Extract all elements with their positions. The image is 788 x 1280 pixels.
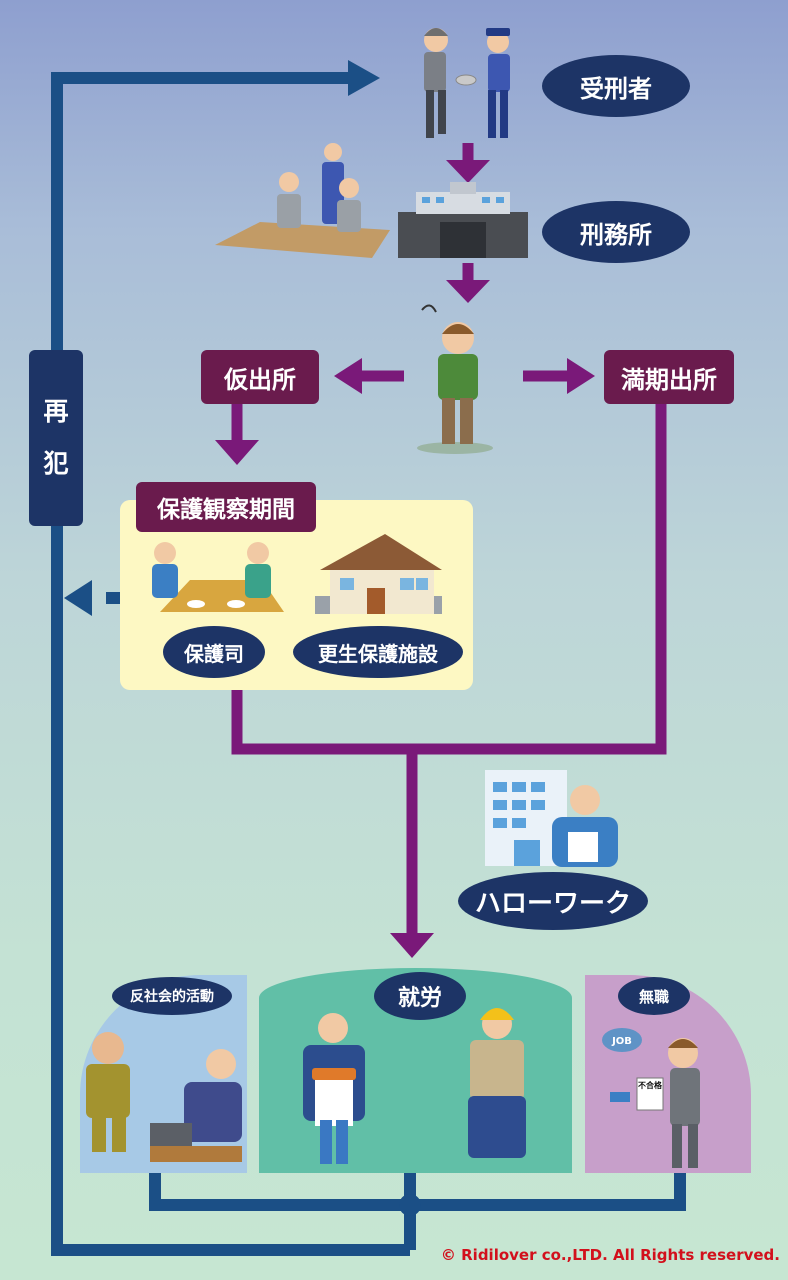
- node-employment: 就労: [374, 972, 466, 1020]
- node-antisocial: 反社会的活動: [112, 977, 232, 1015]
- node-officer: 保護司: [163, 626, 265, 678]
- reject-doc-label: 不合格: [638, 1080, 663, 1090]
- prison-workshop-illustration: [215, 143, 390, 258]
- job-bubble-label: JOB: [611, 1036, 632, 1047]
- released-man-illustration: [417, 304, 493, 454]
- unemployed-illustration: 不合格 JOB: [602, 1028, 700, 1168]
- workers-illustration: [303, 1008, 526, 1164]
- node-prisoner: 受刑者: [542, 55, 690, 117]
- arrow-to-prisoner: [348, 60, 380, 96]
- hellowork-illustration: [485, 770, 618, 867]
- node-full-term: 満期出所: [604, 350, 734, 404]
- arrow-left-probation: [64, 580, 92, 616]
- node-prison: 刑務所: [542, 201, 690, 263]
- prisoner-arrest-illustration: [424, 28, 510, 138]
- rehab-house-illustration: [315, 534, 442, 614]
- node-rehab: 更生保護施設: [293, 626, 463, 678]
- node-hellowork: ハローワーク: [458, 872, 648, 930]
- prison-building-illustration: [398, 182, 528, 258]
- officer-meeting-illustration: [152, 542, 284, 612]
- node-probation: 保護観察期間: [136, 482, 316, 532]
- copyright: © Ridilover co.,LTD. All Rights reserved…: [440, 1246, 780, 1264]
- node-unemployed: 無職: [618, 977, 690, 1015]
- node-parole: 仮出所: [201, 350, 319, 404]
- antisocial-illustration: [86, 1032, 242, 1162]
- node-recidivism: 再 犯: [29, 350, 83, 526]
